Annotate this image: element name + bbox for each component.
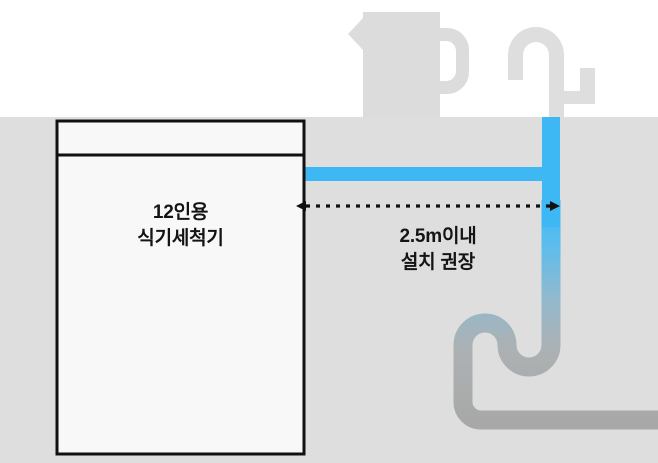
appliance-label-line2: 식기세척기 [137,227,224,249]
drain-ptrap-icon [453,200,658,430]
distance-label: 2.5m이내 설치 권장 [320,224,556,275]
distance-label-line2: 설치 권장 [400,251,476,273]
appliance-label-line1: 12인용 [152,202,209,223]
water-pipe-icon [305,117,560,227]
wall-area [0,0,658,117]
appliance-label: 12인용 식기세척기 [56,200,305,251]
dishwasher-outline [55,119,306,456]
faucet-lever-icon [564,68,595,104]
kettle-icon [348,12,469,117]
distance-label-line1: 2.5m이내 [399,226,477,247]
faucet-icon [508,27,564,117]
